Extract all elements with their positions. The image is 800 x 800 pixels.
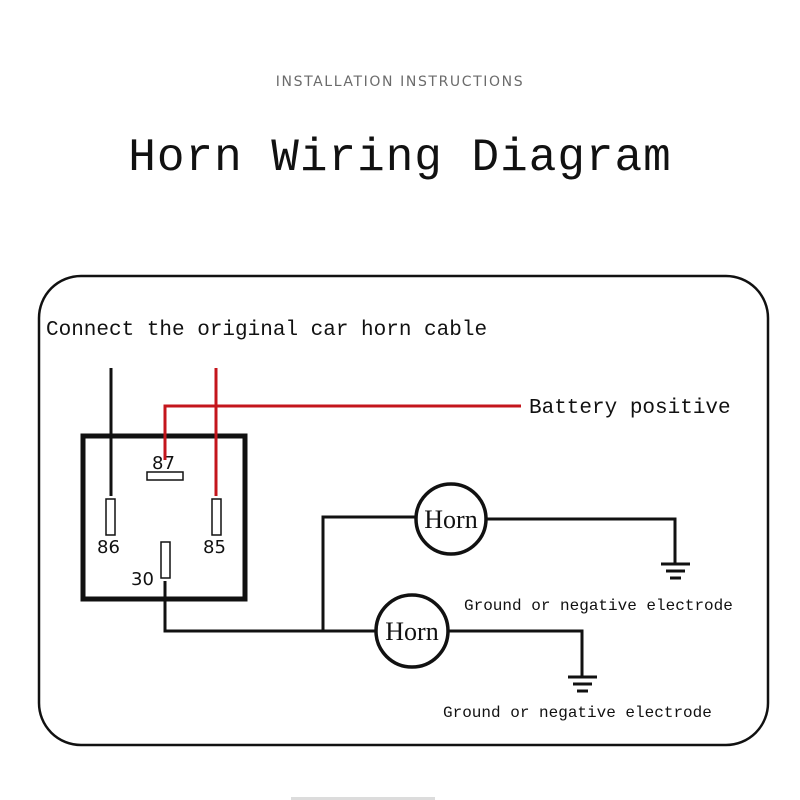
horn-1-ground-wire: [486, 517, 677, 563]
diagram-frame: [37, 274, 770, 747]
pin-30-label: 30: [131, 569, 154, 590]
section-subtitle: INSTALLATION INSTRUCTIONS: [275, 74, 525, 90]
bottom-divider: [291, 797, 435, 800]
pin-30-terminal: [160, 541, 171, 579]
top-note: Connect the original car horn cable: [46, 319, 487, 342]
pin-85-terminal: [211, 498, 222, 536]
wire-87-battery-red: [163, 404, 521, 460]
pin-87-terminal: [146, 471, 184, 481]
horn-2-label: Horn: [385, 617, 438, 646]
pin-86-label: 86: [97, 537, 120, 558]
ground-2-label: Ground or negative electrode: [443, 704, 712, 722]
pin-85-label: 85: [203, 537, 226, 558]
ground-2-icon: [568, 675, 597, 693]
pin-87-label: 87: [152, 453, 175, 474]
ground-1-label: Ground or negative electrode: [464, 597, 733, 615]
wire-30-to-horn2: [163, 581, 376, 633]
horn-1-label: Horn: [424, 505, 477, 534]
horn-2-ground-wire: [448, 629, 584, 677]
battery-positive-label: Battery positive: [529, 397, 731, 420]
page-title: Horn Wiring Diagram: [128, 132, 672, 184]
pin-86-terminal: [105, 498, 116, 536]
ground-1-icon: [661, 562, 690, 580]
wire-branch-to-horn1: [321, 515, 416, 631]
